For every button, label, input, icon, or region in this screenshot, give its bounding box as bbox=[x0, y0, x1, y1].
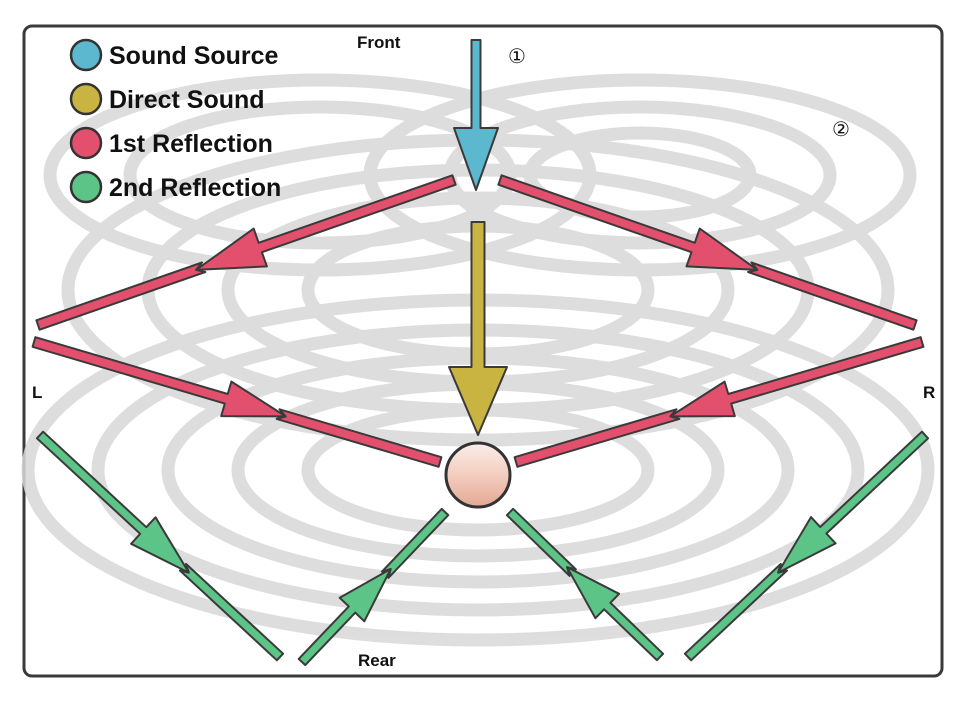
label-front: Front bbox=[357, 33, 401, 52]
marker-two: ② bbox=[832, 117, 850, 141]
label-right: R bbox=[923, 383, 935, 402]
legend: Sound Source Direct Sound 1st Reflection… bbox=[69, 38, 281, 204]
first-reflection-arrow-front-right bbox=[497, 174, 918, 331]
first-reflection-arrow-front-left bbox=[35, 174, 457, 331]
legend-swatch-first-reflection bbox=[69, 126, 103, 160]
direct-sound-arrow bbox=[448, 221, 508, 436]
arrows-layer bbox=[31, 39, 930, 667]
first-reflection-arrow-right-listener bbox=[513, 336, 925, 468]
second-reflection-arrow-rear-left-up bbox=[297, 507, 450, 667]
legend-label-direct-sound: Direct Sound bbox=[109, 86, 265, 114]
legend-swatch-direct-sound bbox=[69, 82, 103, 116]
label-rear: Rear bbox=[358, 651, 396, 670]
legend-label-second-reflection: 2nd Reflection bbox=[109, 174, 281, 202]
second-reflection-arrow-left-down bbox=[35, 430, 285, 662]
first-reflection-arrow-left-listener bbox=[31, 336, 443, 468]
second-reflection-arrow-rear-right-up bbox=[505, 507, 665, 662]
sound-source-arrow bbox=[453, 39, 499, 191]
marker-one: ① bbox=[508, 44, 526, 68]
legend-label-sound-source: Sound Source bbox=[109, 42, 279, 70]
listener-circle bbox=[444, 441, 512, 509]
legend-swatch-sound-source bbox=[69, 38, 103, 72]
second-reflection-arrow-right-down bbox=[683, 430, 930, 662]
legend-swatch-second-reflection bbox=[69, 170, 103, 204]
legend-label-first-reflection: 1st Reflection bbox=[109, 130, 273, 158]
label-left: L bbox=[32, 383, 42, 402]
